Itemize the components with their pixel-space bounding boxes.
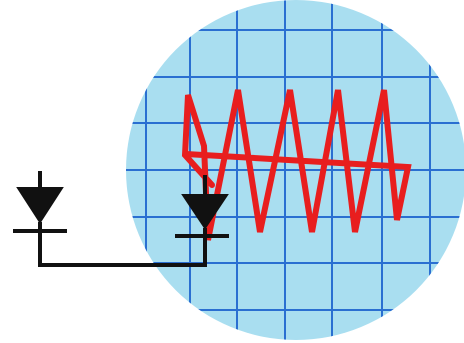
- diode-left: [13, 171, 67, 233]
- diode-icon: [16, 187, 64, 224]
- diode-right: [175, 175, 229, 238]
- waveform-trace: [181, 89, 412, 241]
- circuit: [13, 171, 229, 267]
- connecting-wire: [38, 233, 207, 267]
- diode-icon: [181, 194, 229, 230]
- oscilloscope-screen: [126, 0, 464, 340]
